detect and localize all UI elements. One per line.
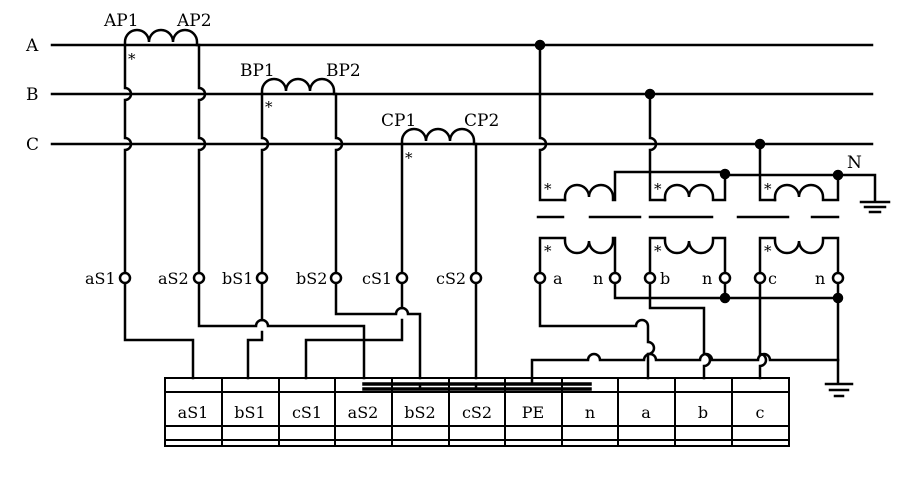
terminal-pt-b [643,271,657,285]
cp2-label: CP2 [464,111,499,131]
pt-b-primary-polarity: * [654,180,662,198]
cs2-label: cS2 [436,269,466,288]
ct-b-polarity-mark: * [265,98,273,116]
pt-b-label: b [660,269,670,288]
bp1-label: BP1 [240,61,275,81]
terminal-cs1 [395,271,409,285]
terminal-block [164,377,790,447]
tb-label-0: aS1 [178,403,209,422]
terminal-pt-a [533,271,547,285]
ct-a [123,28,207,274]
terminal-pt-n1 [608,271,622,285]
terminal-cs2 [469,271,483,285]
terminal-pt-n3 [831,271,845,285]
pt-c-primary [723,138,877,219]
pt-c-primary-polarity: * [764,180,772,198]
neutral-label: N [847,153,862,173]
pt-b-secondary-polarity: * [654,242,662,260]
tb-label-3: aS2 [348,403,379,422]
as1-label: aS1 [85,269,116,288]
cp1-label: CP1 [381,111,416,131]
pt-n2-label: n [702,269,712,288]
pt-a-primary [534,39,724,219]
pt-n3-label: n [815,269,825,288]
ap1-label: AP1 [103,11,139,31]
tb-label-2: cS1 [292,403,322,422]
ct-b [260,77,344,274]
pt-c-secondary-polarity: * [764,242,772,260]
bus-c-label: C [26,135,39,155]
tb-label-1: bS1 [234,403,265,422]
tb-label-9: b [698,403,708,422]
bus-lines [50,43,874,146]
ground-icon [859,200,891,214]
terminal-block-labels: aS1 bS1 cS1 aS2 bS2 cS2 PE n a b c [178,403,765,422]
ct-secondary-wiring [123,282,592,391]
bus-b-label: B [26,85,39,105]
terminal-bs2 [329,271,343,285]
tb-label-7: n [585,403,595,422]
ap2-label: AP2 [176,11,212,31]
cs1-label: cS1 [362,269,392,288]
terminal-pt-n2 [718,271,732,285]
ct-c-polarity-mark: * [405,149,413,167]
tb-label-5: cS2 [462,403,492,422]
pt-n1-label: n [593,269,603,288]
tb-label-4: bS2 [404,403,435,422]
as2-label: aS2 [158,269,189,288]
terminal-bs1 [255,271,269,285]
bus-a-label: A [25,36,39,56]
bs2-label: bS2 [296,269,327,288]
ct-terminals [118,271,483,285]
ground-icon [824,382,854,398]
pt-a-primary-polarity: * [544,180,552,198]
tb-label-6: PE [522,403,544,422]
terminal-as2 [192,271,206,285]
junction-dot [832,169,844,181]
pt-a-secondary-polarity: * [544,242,552,260]
terminal-as1 [118,271,132,285]
pt-terminals [533,271,845,285]
ct-c [400,127,478,274]
bs1-label: bS1 [222,269,253,288]
tb-label-10: c [756,403,765,422]
ct-a-polarity-mark: * [128,50,136,68]
terminal-pt-c [753,271,767,285]
tb-label-8: a [641,403,651,422]
bp2-label: BP2 [326,61,361,81]
pt-a-label: a [553,269,563,288]
junction-dot [719,292,731,304]
pt-secondary-wiring [530,282,854,398]
pt-c-label: c [768,269,777,288]
pt-secondaries [538,236,840,274]
